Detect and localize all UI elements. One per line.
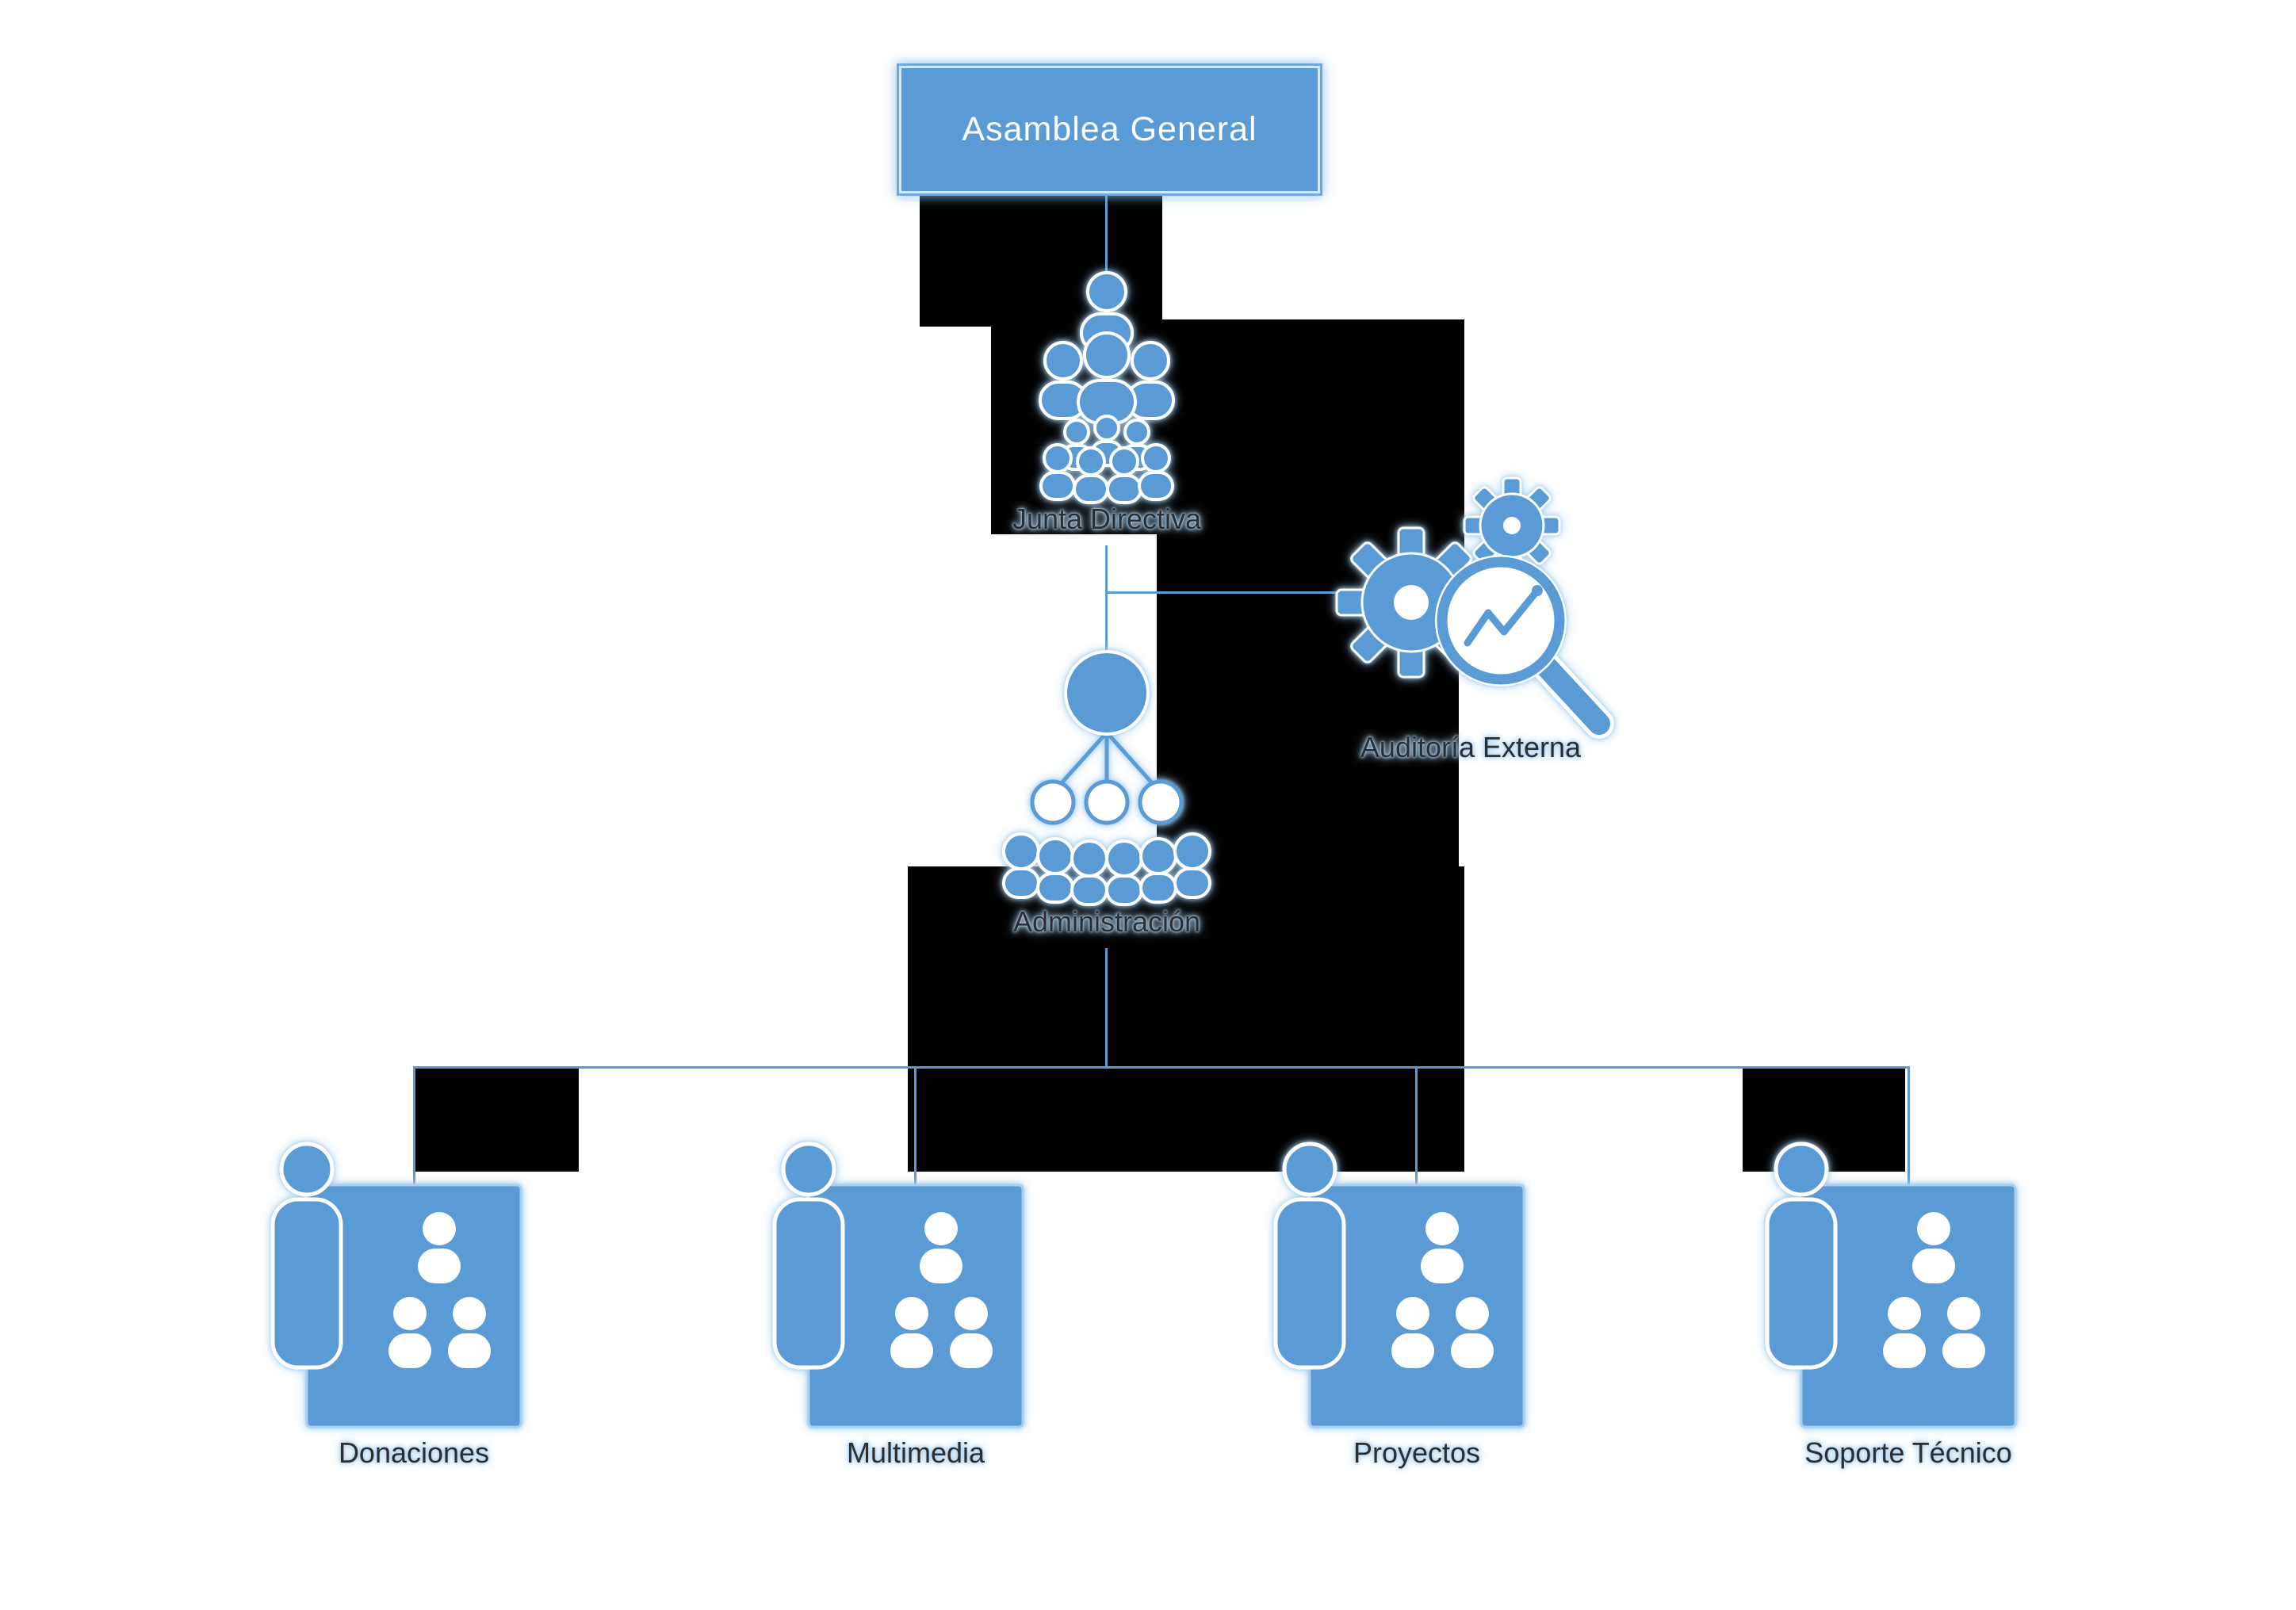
- hierarchy-people-icon: [1002, 650, 1211, 906]
- department-team-icon-donaciones: [270, 1142, 522, 1428]
- department-label-multimedia: Multimedia: [846, 1436, 985, 1469]
- department-label-proyectos: Proyectos: [1353, 1436, 1481, 1469]
- root-node-asamblea-general: Asamblea General: [899, 66, 1320, 193]
- department-team-icon-proyectos: [1273, 1142, 1525, 1428]
- connector-junta-to-administracion: [1105, 545, 1108, 696]
- department-label-donaciones: Donaciones: [338, 1436, 490, 1469]
- connector-horizontal-bus: [413, 1066, 1910, 1069]
- department-team-icon-multimedia: [772, 1142, 1024, 1428]
- transparency-artifact: [908, 866, 1464, 1172]
- connector-administracion-down: [1105, 948, 1108, 1069]
- department-label-soporte-tecnico: Soporte Técnico: [1804, 1436, 2012, 1469]
- node-label-administracion: Administración: [1012, 905, 1201, 938]
- connector-root-to-junta: [1105, 190, 1108, 279]
- connector-branch-to-auditoria: [1107, 591, 1353, 594]
- department-team-icon-soporte-tecnico: [1765, 1142, 2017, 1428]
- audit-gears-magnifier-icon: [1335, 476, 1614, 739]
- connector-drop-multimedia: [914, 1066, 916, 1191]
- connector-drop-donaciones: [413, 1066, 415, 1191]
- node-label-junta-directiva: Junta Directiva: [1012, 503, 1202, 535]
- transparency-artifact: [415, 1066, 579, 1172]
- people-group-icon: [1039, 271, 1175, 504]
- connector-drop-soporte: [1908, 1066, 1910, 1191]
- magnifier-chart-icon: [1435, 555, 1614, 739]
- connector-drop-proyectos: [1415, 1066, 1418, 1191]
- node-label-auditoria-externa: Auditoría Externa: [1360, 731, 1582, 763]
- root-node-label: Asamblea General: [962, 110, 1257, 148]
